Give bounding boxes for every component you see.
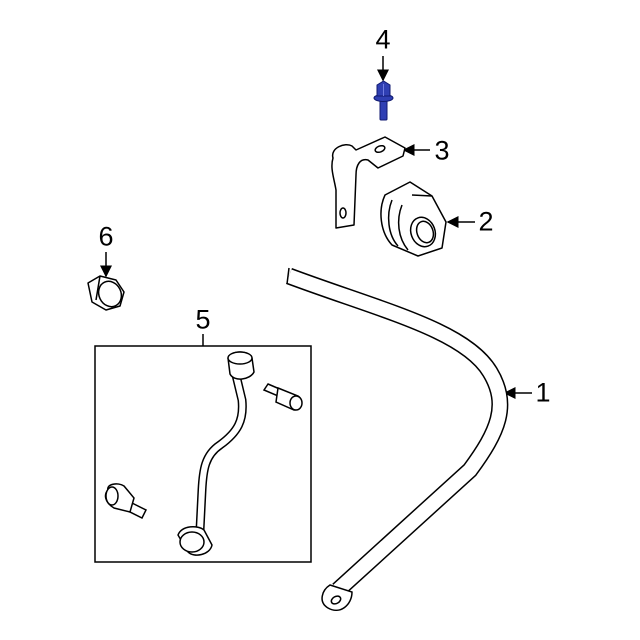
callout-label-2[interactable]: 2 [478, 206, 494, 237]
stabilizer-bar-part[interactable] [286, 267, 509, 612]
stabilizer-link-part[interactable] [177, 351, 255, 556]
callout-label-3[interactable]: 3 [434, 135, 450, 166]
link-bolt-upper[interactable] [262, 383, 303, 411]
bolt-part[interactable] [373, 80, 394, 121]
callout-label-4[interactable]: 4 [375, 24, 391, 55]
callout-label-5[interactable]: 5 [195, 304, 211, 335]
bracket-part[interactable] [331, 136, 406, 229]
callout-label-6[interactable]: 6 [98, 221, 114, 252]
callout-label-1[interactable]: 1 [535, 377, 551, 408]
link-kit-box [94, 345, 312, 563]
bushing-part[interactable] [380, 181, 447, 257]
link-bolt-lower[interactable] [104, 483, 148, 520]
nut-part[interactable] [87, 275, 125, 311]
